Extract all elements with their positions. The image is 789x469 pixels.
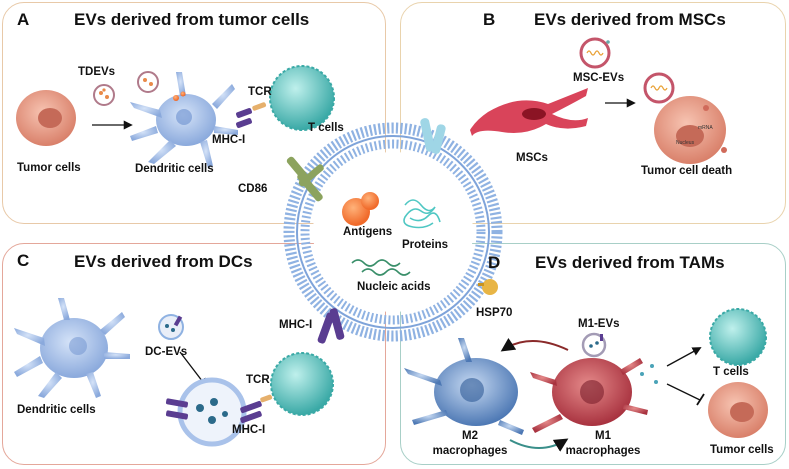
label-dendritic-cells-a: Dendritic cells	[135, 163, 214, 175]
tumor-cell-d	[708, 382, 768, 438]
msc-cell	[470, 88, 588, 136]
label-mhc1-c: MHC-I	[232, 424, 266, 436]
panel-c	[2, 243, 386, 465]
arrow-m1-to-m2	[500, 337, 569, 352]
arrow-d-tcells	[666, 347, 702, 367]
panel-title-c: EVs derived from DCs	[74, 252, 253, 271]
mhc1-tcr-a	[236, 102, 267, 128]
label-dendritic-cells-c: Dendritic cells	[17, 404, 96, 416]
label-tcr-a: TCR	[248, 86, 272, 98]
inhibit-bar	[696, 393, 705, 406]
label-tumor-cell-death: Tumor cell death	[641, 165, 733, 177]
label-hsp70: HSP70	[476, 307, 513, 319]
tumor-cell-death	[654, 96, 727, 164]
label-tumor-cells-a: Tumor cells	[17, 162, 81, 174]
label-msc-evs: MSC-EVs	[573, 72, 625, 84]
panel-title-b: EVs derived from MSCs	[534, 10, 726, 29]
label-mscs: MSCs	[516, 152, 548, 164]
label-t-cells-a: T cells	[308, 122, 344, 134]
t-cell-a	[269, 65, 335, 131]
receptor-icon	[420, 118, 446, 154]
panel-title-a: EVs derived from tumor cells	[74, 10, 310, 29]
label-tcr-c: TCR	[246, 374, 270, 386]
arrow-m2-to-m1	[509, 438, 569, 452]
antigens-icon	[342, 192, 379, 226]
label-m2-macrophages: macrophages	[432, 445, 508, 457]
label-mrna: mRNA	[698, 125, 713, 131]
t-cell-c	[270, 352, 334, 416]
label-t-cells-d: T cells	[713, 366, 749, 378]
tdev-vesicle-a2	[137, 71, 159, 93]
label-tumor-cells-d: Tumor cells	[710, 444, 774, 456]
label-tdevs: TDEVs	[78, 66, 116, 78]
label-mhc1-a: MHC-I	[212, 134, 246, 146]
inhibit-d-tumor	[666, 383, 701, 401]
label-m1-evs: M1-EVs	[578, 318, 620, 330]
label-nucleic-acids: Nucleic acids	[357, 281, 431, 293]
antigen-dots-a	[173, 91, 186, 101]
label-m2: M2	[462, 430, 478, 442]
m1-ev-vesicle	[581, 332, 607, 358]
hsp70-icon	[478, 279, 498, 295]
mhc1-center-icon	[317, 308, 345, 344]
panel-title-d: EVs derived from TAMs	[535, 253, 725, 272]
label-mhc1-center: MHC-I	[279, 319, 313, 331]
panel-letter-a: A	[17, 10, 30, 29]
proteins-icon	[403, 199, 441, 229]
label-cd86: CD86	[238, 183, 268, 195]
msc-ev-vesicle-2	[643, 72, 675, 104]
label-nucleus: Nucleus	[676, 140, 695, 146]
tumor-cell-a	[16, 90, 76, 146]
label-m1-macrophages: macrophages	[565, 445, 641, 457]
panel-a	[2, 2, 386, 224]
ev-dots-d	[640, 364, 658, 384]
central-vesicle	[283, 122, 503, 342]
panel-letter-d: D	[488, 253, 501, 272]
large-dc-ev	[165, 377, 273, 447]
panel-letter-c: C	[17, 251, 30, 270]
tdev-vesicle-a	[93, 84, 115, 106]
label-m1: M1	[595, 430, 611, 442]
label-proteins: Proteins	[402, 239, 449, 251]
cd86-icon	[286, 156, 324, 202]
msc-ev-vesicle	[579, 37, 611, 69]
t-cell-d	[709, 308, 767, 366]
panel-d	[400, 243, 786, 465]
panel-letter-b: B	[483, 10, 496, 29]
panel-b	[400, 2, 786, 224]
label-dc-evs: DC-EVs	[145, 346, 188, 358]
dc-ev-vesicle	[158, 314, 184, 340]
nucleic-acids-icon	[351, 259, 411, 276]
label-antigens: Antigens	[343, 226, 393, 238]
